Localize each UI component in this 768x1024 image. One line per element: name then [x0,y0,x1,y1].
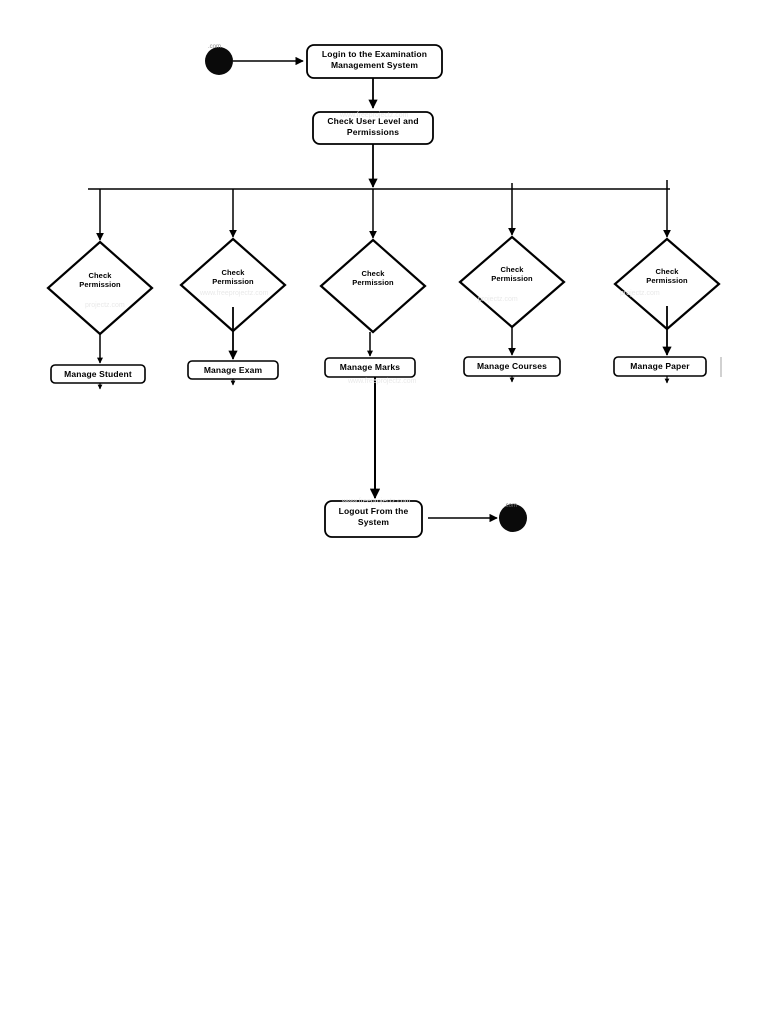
action-node-manage-paper[interactable] [613,356,707,377]
action-node-manage-student[interactable] [50,364,146,384]
action-node-manage-courses[interactable] [463,356,561,377]
action-node-check-user-level[interactable] [312,111,434,145]
action-node-manage-marks[interactable] [324,357,416,378]
decision-node-check-permission-student[interactable] [46,240,154,336]
action-node-logout[interactable] [324,500,423,538]
action-node-manage-exam[interactable] [187,360,279,380]
action-node-login[interactable] [306,44,443,79]
initial-node [205,47,233,75]
decision-node-check-permission-marks[interactable] [319,238,427,334]
decision-node-check-permission-courses[interactable] [458,235,566,329]
final-node [499,504,527,532]
